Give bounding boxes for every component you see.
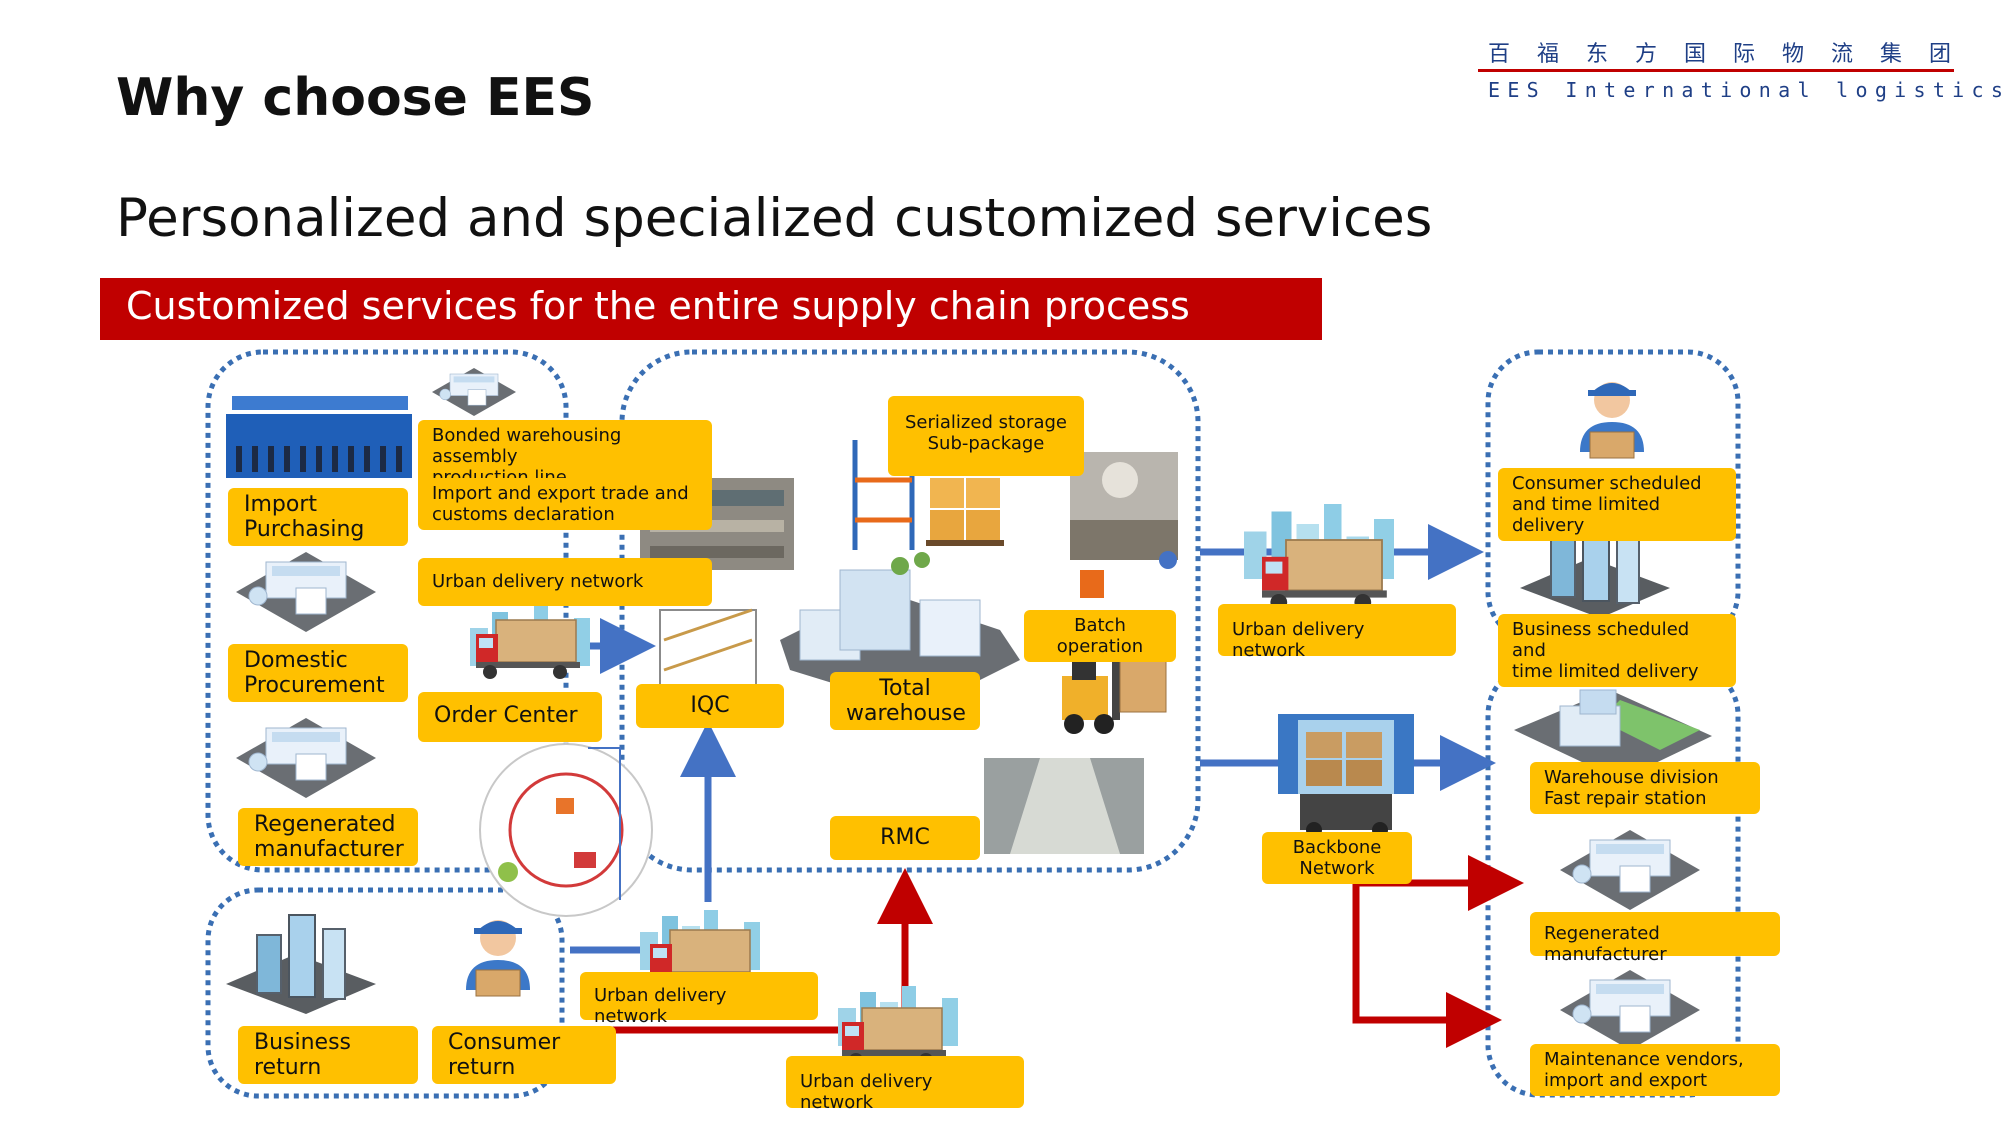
delivery-man-icon [465,919,531,997]
label-batch-operation: Batch operation [1024,610,1176,662]
label-business-scheduled: Business scheduled and time limited deli… [1498,614,1736,687]
page-subtitle: Personalized and specialized customized … [116,188,1433,249]
warehouse-building-icon [1559,829,1701,911]
label-backbone-network: Backbone Network [1262,832,1412,884]
office-tower-icon [226,914,376,1014]
worker-photo-icon [1070,452,1178,560]
cardboard-boxes-icon [926,478,1004,546]
label-iqc: IQC [636,684,784,728]
label-regenerated-manufacturer-right: Regenerated manufacturer [1530,912,1780,965]
arrow-to-maintenance [1352,880,1502,1048]
label-urban-delivery-left: Urban delivery network [418,558,712,606]
rmc-floor-photo-icon [984,758,1144,854]
warehouse-building-icon [1559,969,1701,1051]
label-regenerated-manufacturer-left: Regenerated manufacturer [238,808,418,866]
logo-english: EES International logistics [1488,78,2002,102]
forklift-icon [1062,551,1177,734]
label-domestic-procurement: Domestic Procurement [228,644,408,702]
warehouse-building-icon [235,551,377,633]
label-total-warehouse: Total warehouse [830,672,980,730]
label-urban-delivery-bottom-b: Urban delivery network [786,1056,1024,1113]
factory-photo-icon [226,392,412,478]
section-banner: Customized services for the entire suppl… [100,278,1322,340]
label-warehouse-division: Warehouse division Fast repair station [1530,762,1760,814]
production-floor-icon [659,608,757,687]
label-rmc: RMC [830,816,980,860]
label-serialized-storage: Serialized storage Sub-package [888,396,1084,476]
label-urban-delivery-bottom-a: Urban delivery network [580,972,818,1027]
label-maintenance-vendors: Maintenance vendors, import and export [1530,1044,1780,1096]
label-order-center: Order Center [418,692,602,742]
logo-divider [1478,69,1954,72]
label-consumer-scheduled: Consumer scheduled and time limited deli… [1498,468,1736,541]
label-consumer-return: Consumer return [432,1026,616,1084]
region-left-sources [205,349,569,873]
truck-icon [475,619,581,680]
label-import-purchasing: Import Purchasing [228,488,408,546]
label-urban-delivery-middle: Urban delivery network [1218,604,1456,661]
region-returns [205,887,565,1099]
banner-text: Customized services for the entire suppl… [126,284,1190,328]
page-title: Why choose EES [116,68,595,128]
process-cycle-icon [479,743,653,917]
delivery-man-icon [1579,381,1645,459]
label-import-export-trade: Import and export trade and customs decl… [418,478,712,530]
repair-station-icon [1514,689,1712,780]
label-business-return: Business return [238,1026,418,1084]
logo-chinese: 百福东方国际物流集团 [1488,42,1979,67]
bonded-warehouse-icon [431,367,517,417]
backbone-truck-icon [1278,714,1414,838]
warehouse-building-icon [235,717,377,799]
